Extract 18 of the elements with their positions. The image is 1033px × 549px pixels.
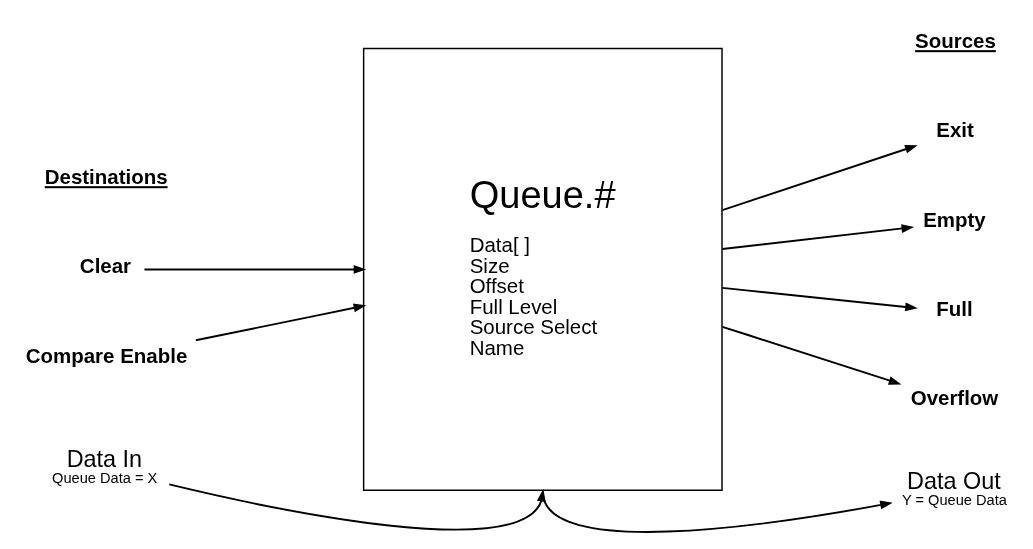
node-box: Queue.# Data[ ] Size Offset Full Level Source Select Name [362, 47, 723, 491]
node-text: Full [936, 296, 973, 320]
label: Sources [915, 28, 996, 52]
arrow [721, 325, 902, 385]
node-text: Data In Queue Data = X [52, 445, 158, 486]
arrow [721, 144, 918, 211]
arrow [143, 264, 367, 274]
arrow [168, 483, 546, 531]
label: Destinations [44, 164, 168, 188]
node-text: Empty [923, 207, 986, 231]
arrow [721, 286, 918, 311]
arrow [194, 303, 367, 341]
arrow [721, 223, 915, 250]
node-text: Overflow [910, 385, 999, 409]
node-text: Compare Enable [25, 343, 188, 367]
node-text: Clear [79, 253, 132, 277]
node-text: Data Out Y = Queue Data [901, 467, 1007, 508]
node-text: Exit [936, 117, 974, 141]
